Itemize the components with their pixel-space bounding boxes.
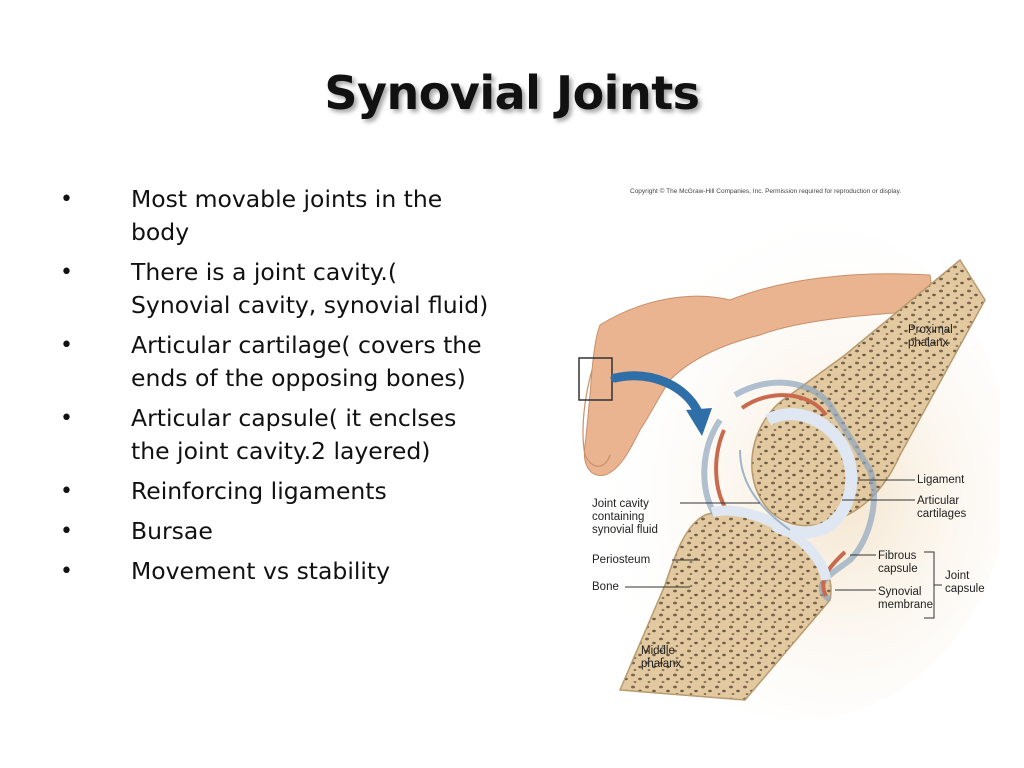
label-line: Articular (917, 495, 960, 507)
bullet-item: • There is a joint cavity.( Synovial cavi… (60, 256, 500, 322)
hand-shape (583, 273, 936, 476)
bullet-dot: • (60, 333, 73, 358)
label-line: capsule (945, 583, 985, 595)
label-middle-phalanx: Middle phalanx (641, 645, 681, 671)
bullet-text: Movement vs stability (131, 557, 391, 585)
bullet-dot: • (60, 479, 73, 504)
label-synovial-membrane: Synovial membrane (878, 586, 933, 612)
copyright-notice: Copyright © The McGraw-Hill Companies, I… (630, 188, 902, 195)
zoom-arrow-icon (610, 371, 703, 417)
leader-lines (625, 479, 942, 619)
label-line: membrane (878, 599, 933, 611)
label-line: phalanx (641, 658, 682, 670)
bullet-dot: • (60, 406, 73, 431)
label-line: synovial fluid (592, 524, 658, 536)
finger-tip (582, 369, 611, 467)
bullet-dot: • (60, 519, 73, 544)
label-fibrous-capsule: Fibrous capsule (878, 550, 918, 576)
label-line: cartilages (917, 508, 967, 520)
label-line: Proximal (908, 324, 953, 336)
joint-cavity (739, 449, 791, 531)
bullet-item: • Most movable joints in the body (60, 183, 500, 249)
label-line: Joint cavity (592, 498, 649, 510)
bullet-item: • Articular capsule( it enclses the joint… (60, 402, 500, 468)
articular-cartilage-upper (765, 408, 858, 539)
label-periosteum: Periosteum (592, 554, 651, 566)
label-line: phalanx (908, 337, 949, 349)
articular-cartilage-lower (710, 505, 831, 581)
label-ligament: Ligament (917, 474, 965, 486)
label-line: Fibrous (878, 550, 917, 562)
bullet-text: There is a joint cavity.( Synovial cavit… (131, 258, 489, 319)
bullet-item: • Reinforcing ligaments (60, 475, 500, 508)
bullet-dot: • (60, 260, 73, 285)
label-proximal-phalanx: Proximal phalanx (908, 324, 953, 350)
label-joint-cavity: Joint cavity containing synovial fluid (592, 498, 658, 537)
label-joint-capsule: Joint capsule (945, 570, 985, 596)
bullet-text: Articular cartilage( covers the ends of … (131, 331, 482, 392)
bullet-dot: • (60, 559, 73, 584)
synovial-joint-illustration (578, 220, 1000, 720)
bullet-item: • Bursae (60, 515, 500, 548)
label-line: Synovial (878, 586, 922, 598)
label-line: containing (592, 511, 645, 523)
bullet-item: • Articular cartilage( covers the ends of… (60, 329, 500, 395)
bullet-text: Bursae (131, 517, 213, 545)
bullet-text: Reinforcing ligaments (131, 477, 387, 505)
label-line: capsule (878, 563, 918, 575)
bullet-text: Most movable joints in the body (131, 185, 443, 246)
label-articular-cartilages: Articular cartilages (917, 495, 966, 521)
bullet-text: Articular capsule( it enclses the joint … (131, 404, 457, 465)
bullet-list: • Most movable joints in the body • There … (60, 183, 500, 595)
bullet-dot: • (60, 187, 73, 212)
arrow-head-icon (686, 408, 712, 436)
bullet-item: • Movement vs stability (60, 555, 500, 588)
label-line: Middle (641, 645, 675, 657)
label-bone: Bone (592, 581, 619, 593)
slide-title: Synovial Joints (324, 66, 700, 120)
label-line: Joint (945, 570, 970, 582)
